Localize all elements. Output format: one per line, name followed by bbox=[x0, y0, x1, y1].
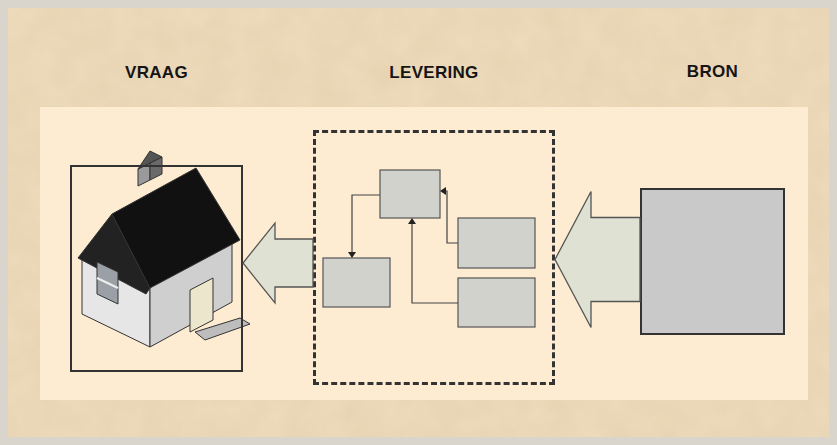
wire-arrowheads bbox=[348, 187, 446, 258]
house-roof bbox=[112, 168, 240, 288]
house-window bbox=[97, 262, 118, 304]
supply-box bbox=[323, 258, 390, 307]
column-heading: VRAAG bbox=[32, 63, 281, 83]
parchment-background bbox=[8, 8, 829, 437]
column-heading: LEVERING bbox=[276, 63, 592, 83]
column-heading: BRON bbox=[602, 62, 823, 82]
wire bbox=[445, 191, 458, 243]
content-panel bbox=[40, 107, 808, 400]
house-illustration bbox=[78, 151, 250, 347]
demand-box: VRAAG bbox=[70, 165, 243, 372]
house-door bbox=[190, 278, 213, 332]
wire-arrowhead bbox=[408, 218, 416, 224]
source-box: BRON bbox=[640, 188, 785, 335]
supply-group: LEVERING bbox=[313, 130, 555, 385]
block-arrow bbox=[243, 223, 313, 303]
supply-internals bbox=[323, 170, 535, 327]
supply-wires bbox=[352, 191, 458, 303]
house-window-bar bbox=[97, 278, 118, 288]
supply-box bbox=[458, 278, 535, 327]
parchment-texture bbox=[8, 8, 829, 437]
wire bbox=[412, 224, 458, 303]
supply-box bbox=[380, 170, 440, 218]
supply-box bbox=[458, 218, 535, 268]
wire bbox=[352, 195, 380, 252]
wire-arrowhead bbox=[440, 187, 446, 195]
wire-arrowhead bbox=[348, 252, 356, 258]
block-arrow bbox=[555, 192, 640, 328]
